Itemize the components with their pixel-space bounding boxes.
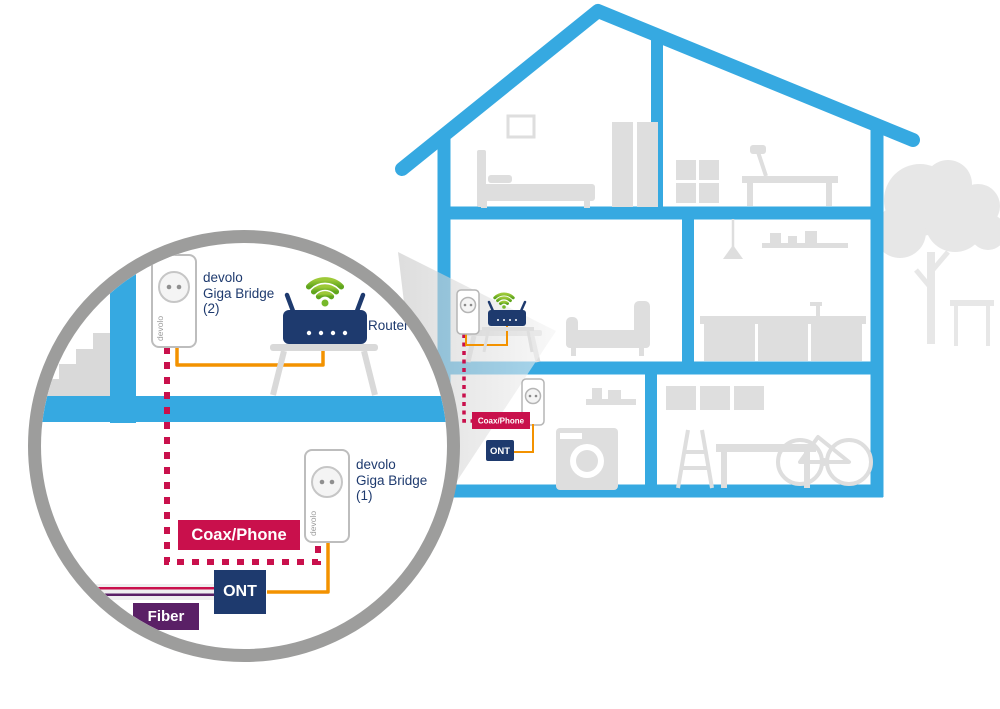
fiber-badge: Fiber — [133, 603, 199, 630]
wifi-icon-small — [493, 292, 515, 309]
router-small — [487, 300, 527, 326]
desk — [742, 145, 838, 206]
coax-dashed-line — [164, 347, 321, 565]
wall-cabinets — [666, 386, 764, 410]
furniture — [464, 114, 873, 490]
router-label: Router — [368, 318, 409, 333]
wifi-icon — [305, 277, 345, 307]
giga-bridge-2-device: devolo — [151, 254, 197, 348]
coax-phone-badge-small: Coax/Phone — [472, 412, 530, 429]
sofa — [566, 301, 650, 356]
router-table-small — [482, 327, 534, 331]
giga-bridge-1-device: devolo — [304, 449, 350, 543]
faucet — [810, 302, 822, 306]
magnifier-circle: devolo devolo devolo Giga Bridge (2) Rou… — [28, 230, 460, 662]
floor-band-zoom — [41, 396, 447, 422]
bed — [477, 150, 595, 208]
brand-text: devolo — [308, 511, 318, 536]
brand-text: devolo — [155, 316, 165, 341]
giga-bridge-1-label: devolo Giga Bridge (1) — [356, 457, 428, 503]
coax-dashed-line-small — [462, 334, 533, 423]
pendant-lamp — [723, 219, 743, 259]
ont-box: ONT — [214, 570, 266, 614]
wall-vertical-zoom — [110, 243, 136, 423]
giga-bridge-2-label: devolo Giga Bridge (2) — [203, 270, 275, 316]
giga-bridge-2-small — [456, 289, 480, 335]
step-ladder — [676, 429, 714, 489]
bicycle — [776, 435, 873, 486]
ont-cable-small — [514, 424, 534, 453]
cube-shelf — [676, 160, 719, 203]
ont-box-small-label: ONT — [490, 446, 510, 457]
lan-cable-router — [175, 341, 325, 367]
router-antennas — [284, 292, 366, 314]
router-device — [283, 292, 367, 344]
router-table — [270, 344, 378, 396]
wardrobe — [612, 122, 658, 207]
staircase — [42, 333, 110, 396]
tree — [874, 160, 1000, 346]
workbench — [716, 444, 816, 488]
wall-shelf — [586, 388, 636, 405]
magnifier-graphics: devolo devolo — [41, 243, 447, 600]
roof — [395, 4, 920, 176]
coax-phone-badge: Coax/Phone — [178, 520, 300, 550]
lan-cable-ont — [267, 540, 330, 594]
fiber-cable — [41, 584, 215, 600]
coax-phone-badge-small-label: Coax/Phone — [478, 417, 525, 426]
desk-lamp — [750, 145, 766, 154]
ont-box-small: ONT — [486, 440, 514, 461]
kitchen — [700, 231, 866, 361]
washing-machine — [556, 428, 618, 490]
picture-frame — [506, 114, 536, 139]
house-network-scene: Coax/Phone ONT — [456, 289, 545, 461]
